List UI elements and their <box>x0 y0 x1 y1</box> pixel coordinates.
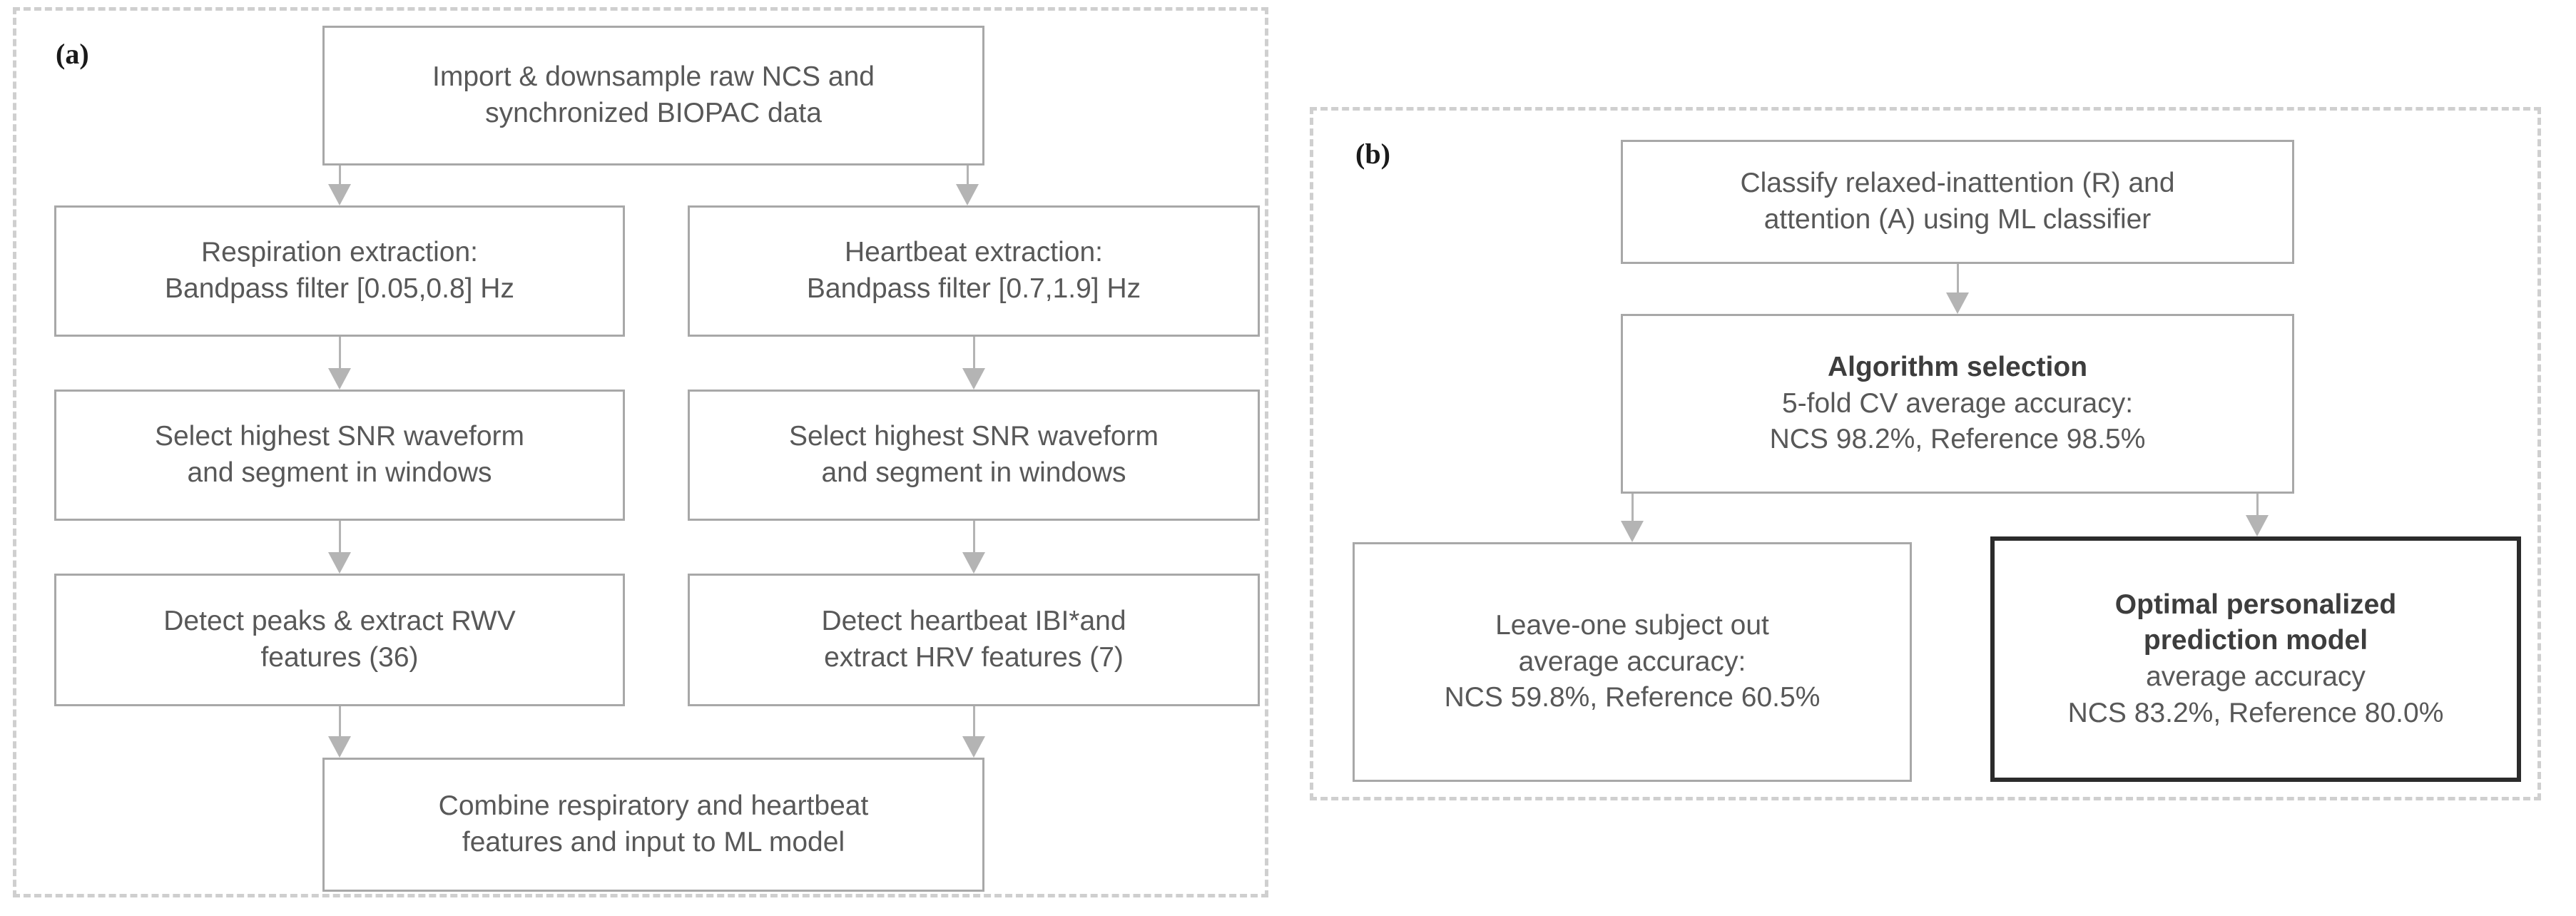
box-loso-line-1: Leave-one subject out <box>1495 609 1769 641</box>
box-algorithm-line-3: NCS 98.2%, Reference 98.5% <box>1769 424 2146 455</box>
box-heartbeat-line-2: Bandpass filter [0.7,1.9] Hz <box>806 273 1141 304</box>
box-select-snr-heartbeat: Select highest SNR waveform and segment … <box>688 390 1260 521</box>
box-classify-line-2: attention (A) using ML classifier <box>1763 204 2152 235</box>
panel-a-container <box>13 7 1268 897</box>
arrow-shaft <box>338 337 341 368</box>
box-heartbeat-line-1: Heartbeat extraction: <box>844 237 1104 268</box>
panel-a-label: (a) <box>56 38 89 70</box>
box-optimal-line-3: average accuracy <box>2146 661 2366 692</box>
box-snr-left-line-1: Select highest SNR waveform <box>154 421 525 452</box>
box-import-line-2: synchronized BIOPAC data <box>485 98 822 128</box>
arrow-shaft <box>972 337 975 368</box>
box-hrv-line-1: Detect heartbeat IBI*and <box>821 606 1126 637</box>
arrow-head <box>2246 515 2269 536</box>
arrow-shaft <box>972 521 975 552</box>
box-detect-peaks-rwv: Detect peaks & extract RWV features (36) <box>54 574 625 706</box>
box-rwv-line-2: features (36) <box>260 642 419 673</box>
box-detect-ibi-hrv: Detect heartbeat IBI*and extract HRV fea… <box>688 574 1260 706</box>
box-loso-line-3: NCS 59.8%, Reference 60.5% <box>1444 682 1821 713</box>
box-snr-right-line-2: and segment in windows <box>821 457 1126 488</box>
box-import-line-1: Import & downsample raw NCS and <box>432 61 875 93</box>
box-respiration-line-1: Respiration extraction: <box>200 237 479 268</box>
arrow-head <box>328 736 351 758</box>
arrow-head <box>962 736 985 758</box>
panel-b-label: (b) <box>1355 138 1390 170</box>
arrow-shaft <box>338 706 341 736</box>
box-classify-ml: Classify relaxed-inattention (R) and att… <box>1621 140 2294 264</box>
arrow-head <box>328 184 351 205</box>
arrow-shaft <box>338 521 341 552</box>
arrow-head <box>956 184 979 205</box>
box-optimal-line-1: Optimal personalized <box>2114 589 2397 620</box>
box-heartbeat-extraction: Heartbeat extraction: Bandpass filter [0… <box>688 205 1260 337</box>
box-optimal-line-4: NCS 83.2%, Reference 80.0% <box>2067 697 2444 728</box>
box-hrv-line-2: extract HRV features (7) <box>824 642 1124 673</box>
box-snr-left-line-2: and segment in windows <box>187 457 492 488</box>
panel-b-container <box>1310 107 2541 800</box>
box-respiration-extraction: Respiration extraction: Bandpass filter … <box>54 205 625 337</box>
arrow-head <box>328 368 351 390</box>
box-combine-line-2: features and input to ML model <box>462 827 845 858</box>
box-combine-features: Combine respiratory and heartbeat featur… <box>322 758 984 892</box>
arrow-head <box>1621 521 1644 542</box>
arrow-shaft <box>966 166 969 184</box>
box-snr-right-line-1: Select highest SNR waveform <box>788 421 1159 452</box>
box-leave-one-subject-out: Leave-one subject out average accuracy: … <box>1353 542 1912 782</box>
arrow-shaft <box>338 166 341 184</box>
box-loso-line-2: average accuracy: <box>1518 646 1746 677</box>
box-rwv-line-1: Detect peaks & extract RWV <box>163 606 516 637</box>
arrow-head <box>328 552 351 574</box>
box-optimal-personalized-model: Optimal personalized prediction model av… <box>1990 536 2521 782</box>
arrow-shaft <box>1956 264 1959 292</box>
arrow-shaft <box>972 706 975 736</box>
box-combine-line-1: Combine respiratory and heartbeat <box>438 790 869 822</box>
box-classify-line-1: Classify relaxed-inattention (R) and <box>1740 168 2175 199</box>
arrow-shaft <box>1631 494 1634 521</box>
arrow-head <box>962 552 985 574</box>
box-respiration-line-2: Bandpass filter [0.05,0.8] Hz <box>165 273 514 304</box>
arrow-head <box>962 368 985 390</box>
box-algorithm-selection: Algorithm selection 5-fold CV average ac… <box>1621 314 2294 494</box>
arrow-head <box>1946 292 1969 314</box>
box-algorithm-line-2: 5-fold CV average accuracy: <box>1781 387 2134 419</box>
box-select-snr-respiration: Select highest SNR waveform and segment … <box>54 390 625 521</box>
arrow-shaft <box>2256 494 2259 515</box>
box-import-downsample: Import & downsample raw NCS and synchron… <box>322 26 984 166</box>
box-algorithm-line-1: Algorithm selection <box>1827 351 2088 382</box>
box-optimal-line-2: prediction model <box>2143 625 2368 656</box>
